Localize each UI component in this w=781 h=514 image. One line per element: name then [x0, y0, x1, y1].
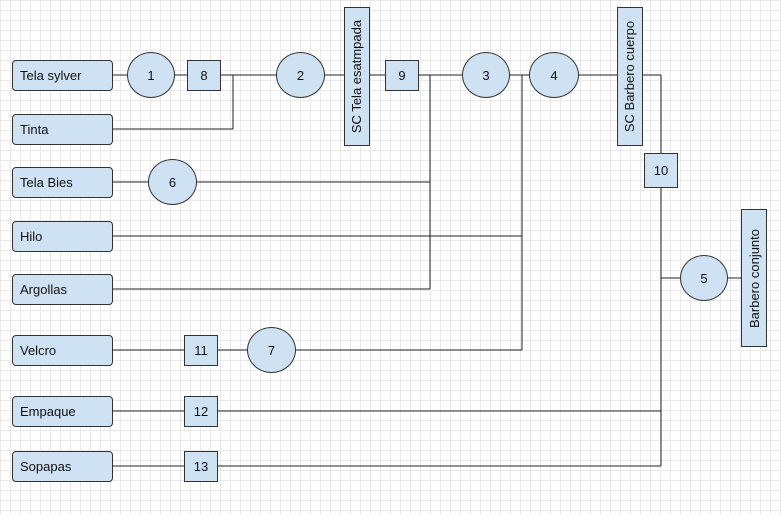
operation-label: 5 — [700, 270, 708, 286]
inspection-label: 12 — [193, 404, 209, 419]
subassembly-label: SC Tela esatmpada — [349, 19, 365, 134]
inspection-label: 9 — [398, 68, 406, 83]
material-label: Tela Bies — [20, 175, 73, 190]
inspection-13: 13 — [184, 451, 218, 482]
material-hilo: Hilo — [12, 221, 113, 252]
inspection-label: 10 — [653, 163, 669, 178]
operation-label: 6 — [168, 174, 177, 190]
operation-3: 3 — [462, 52, 510, 98]
operation-label: 2 — [296, 67, 305, 83]
operation-7: 7 — [247, 327, 296, 373]
material-label: Tinta — [20, 122, 49, 137]
material-label: Sopapas — [20, 459, 72, 474]
inspection-10: 10 — [644, 153, 678, 188]
material-sopapas: Sopapas — [12, 451, 113, 482]
operation-label: 4 — [550, 67, 558, 83]
inspection-11: 11 — [184, 335, 218, 366]
material-velcro: Velcro — [12, 335, 113, 366]
subassembly-label: SC Barbero cuerpo — [622, 20, 638, 133]
inspection-label: 13 — [193, 459, 209, 474]
material-label: Hilo — [20, 229, 43, 244]
operation-5: 5 — [680, 255, 728, 301]
material-tela-sylver: Tela sylver — [12, 60, 113, 91]
material-label: Tela sylver — [20, 68, 82, 83]
operation-6: 6 — [148, 159, 197, 205]
final-barbero-conjunto: Barbero conjunto — [741, 209, 767, 347]
material-argollas: Argollas — [12, 274, 113, 305]
inspection-12: 12 — [184, 396, 218, 427]
inspection-label: 11 — [194, 343, 208, 358]
operation-4: 4 — [529, 52, 579, 98]
material-label: Velcro — [20, 343, 57, 358]
operation-1: 1 — [127, 52, 175, 98]
material-tinta: Tinta — [12, 114, 113, 145]
material-label: Argollas — [20, 282, 67, 297]
operation-2: 2 — [276, 52, 325, 98]
inspection-9: 9 — [385, 60, 419, 91]
operation-label: 7 — [267, 342, 276, 358]
inspection-8: 8 — [187, 60, 221, 91]
material-tela-bies: Tela Bies — [12, 167, 113, 198]
material-label: Empaque — [20, 404, 76, 419]
operation-label: 1 — [147, 67, 155, 83]
inspection-label: 8 — [200, 68, 208, 83]
operation-label: 3 — [482, 67, 490, 83]
material-empaque: Empaque — [12, 396, 113, 427]
subassembly-sc-barbero-cuerpo: SC Barbero cuerpo — [617, 7, 643, 146]
subassembly-sc-tela-esatmpada: SC Tela esatmpada — [344, 7, 370, 146]
subassembly-label: Barbero conjunto — [746, 228, 762, 328]
